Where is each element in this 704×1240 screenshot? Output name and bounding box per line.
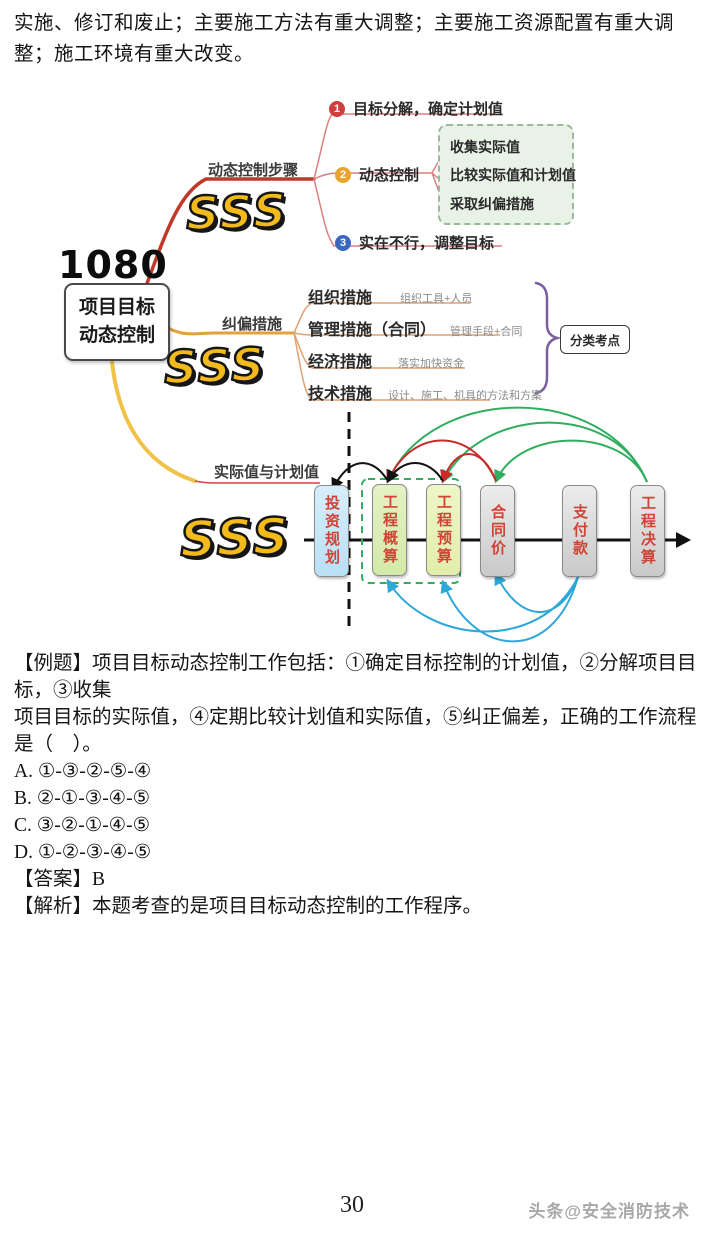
detail-item: 比较实际值和计划值 [450,167,576,183]
measure-note: 设计、施工、机具的方法和方案 [388,390,542,402]
watermark: 头条@安全消防技术 [528,1202,690,1221]
option-d: D. ①-②-③-④-⑤ [14,842,152,863]
topic-code: 1080 [58,243,168,287]
root-node: 项目目标 动态控制 [64,283,170,361]
sss-logo: SSS [178,506,293,570]
detail-item: 采取纠偏措施 [450,196,534,212]
option-a: A. ①-③-②-⑤-④ [14,761,152,782]
measure-item: 组织措施 [308,290,373,307]
timeline-stage: 工程概算 [372,484,407,576]
branch-label-steps: 动态控制步骤 [208,162,299,179]
brace [534,281,562,395]
measure-note: 管理手段+合同 [450,326,523,338]
measure-item: 经济措施 [308,354,373,371]
step-item: 2 动态控制 [335,164,419,185]
dynamic-control-detail-box [438,124,574,225]
measure-item: 技术措施 [308,386,373,403]
example-question: 【例题】项目目标动态控制工作包括：①确定目标控制的计划值，②分解项目目标，③收集… [14,650,700,920]
detail-item: 收集实际值 [450,139,520,155]
question-stem-line2: 项目目标的实际值，④定期比较计划值和实际值，⑤纠正偏差，正确的工作流程是（ ）。 [14,707,697,755]
step-text: 目标分解，确定计划值 [353,101,504,118]
timeline-stage: 工程预算 [426,484,461,576]
timeline-stage: 支付款 [562,485,597,577]
exam-point-tag: 分类考点 [560,325,631,354]
measure-item: 管理措施（合同） [308,322,437,339]
step-text: 实在不行，调整目标 [359,235,495,252]
answer-line: 【答案】B [14,869,106,890]
step-number-badge: 3 [335,234,351,251]
root-line1: 项目目标 [78,297,155,318]
analysis-line: 【解析】本题考查的是项目目标动态控制的工作程序。 [14,896,483,917]
sss-logo: SSS [184,182,290,242]
question-stem-line1: 【例题】项目目标动态控制工作包括：①确定目标控制的计划值，②分解项目目标，③收集 [14,653,697,701]
timeline-stage: 合同价 [480,485,515,577]
page-number: 30 [340,1192,364,1218]
step-text: 动态控制 [359,167,420,184]
step-number-badge: 2 [335,166,351,183]
mindmap-lines [110,113,691,643]
measure-note: 组织工具+人员 [400,293,473,305]
intro-paragraph: 实施、修订和废止；主要施工方法有重大调整；主要施工资源配置有重大调整；施工环境有… [14,13,675,65]
timeline-stage: 工程决算 [630,485,665,577]
option-b: B. ②-①-③-④-⑤ [14,788,151,809]
option-c: C. ③-②-①-④-⑤ [14,815,151,836]
timeline-stage: 投资规划 [314,485,349,577]
step-item: 1 目标分解，确定计划值 [329,98,503,119]
root-line2: 动态控制 [78,325,155,346]
mindmap-diagram: 1080 项目目标 动态控制 动态控制步骤 纠偏措施 实际值与计划值 SSS S… [0,85,704,645]
measure-note: 落实加快资金 [398,358,464,370]
branch-label-measures: 纠偏措施 [222,316,283,333]
step-number-badge: 1 [329,100,345,117]
branch-label-values: 实际值与计划值 [214,464,320,481]
sss-logo: SSS [162,336,268,396]
step-item: 3 实在不行，调整目标 [335,232,494,253]
